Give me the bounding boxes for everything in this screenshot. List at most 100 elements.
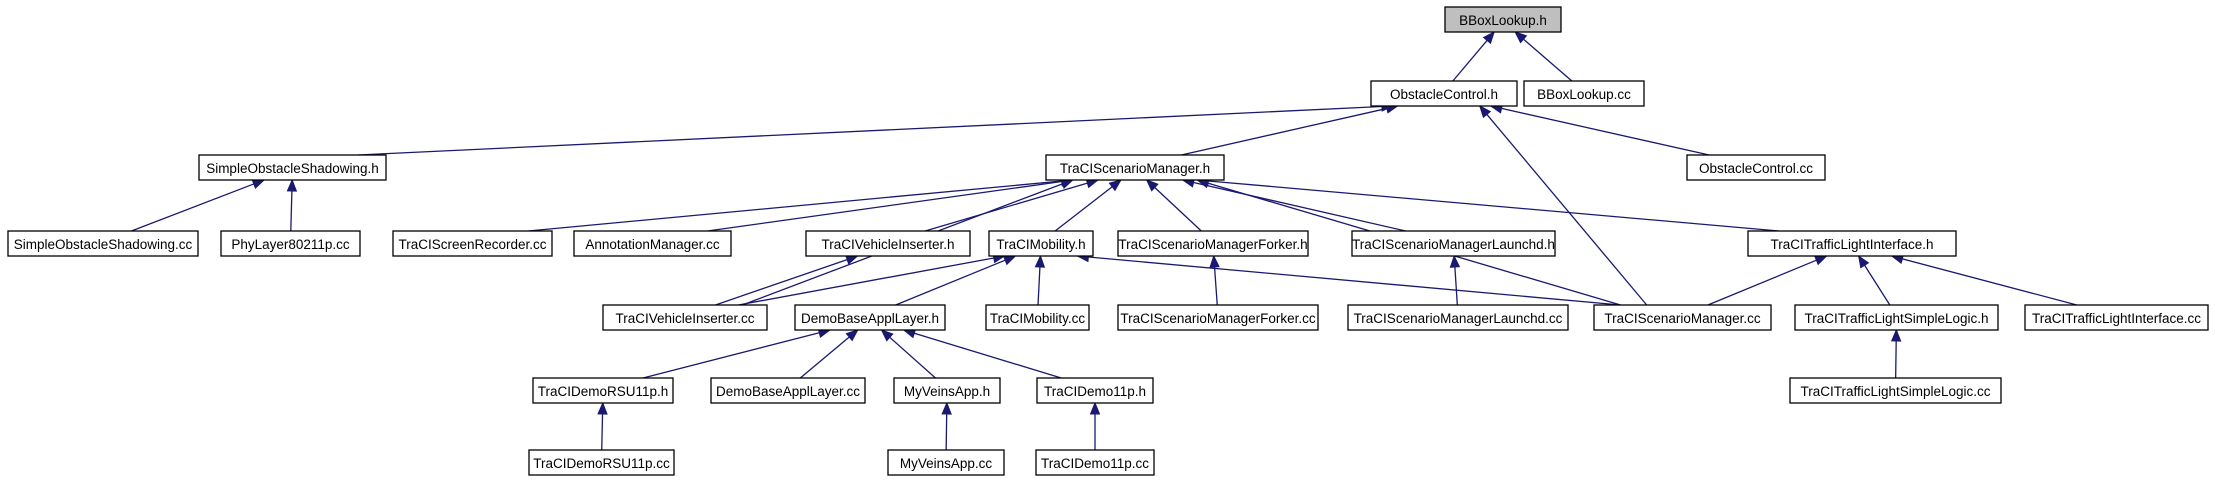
node-label: TraCIDemo11p.cc <box>1041 456 1149 471</box>
node-box <box>893 377 1001 404</box>
arrowhead-icon <box>845 329 859 342</box>
node-traciscenariomanagerforker-h[interactable]: TraCIScenarioManagerForker.h <box>1117 230 1309 257</box>
node-tracitrafficlightinterface-cc[interactable]: TraCITrafficLightInterface.cc <box>2024 304 2209 331</box>
node-label: TraCIScreenRecorder.cc <box>398 237 546 252</box>
node-label: DemoBaseApplLayer.cc <box>716 384 860 399</box>
edge-tracidemorsu11p-h-to-demobaseappllayer-h <box>642 332 820 379</box>
node-tracitrafficlightinterface-h[interactable]: TraCITrafficLightInterface.h <box>1747 230 1957 257</box>
node-label: TraCIMobility.cc <box>990 311 1086 326</box>
edge-traciscenariomanagerforker-cc-to-traciscenariomanagerforker-h <box>1213 266 1218 306</box>
node-label: BBoxLookup.h <box>1459 13 1547 28</box>
node-box <box>710 377 866 404</box>
node-box <box>2024 304 2209 331</box>
arrowhead-icon <box>1482 30 1496 45</box>
node-label: ObstacleControl.h <box>1390 87 1498 102</box>
node-box <box>1794 304 1999 331</box>
node-label: TraCIDemoRSU11p.cc <box>533 456 670 471</box>
node-demobaseappllayer-cc[interactable]: DemoBaseApplLayer.cc <box>710 377 866 404</box>
node-simpleobstacleshadowing-h[interactable]: SimpleObstacleShadowing.h <box>198 154 387 181</box>
arrowhead-icon <box>1089 401 1101 415</box>
node-label: SimpleObstacleShadowing.cc <box>14 237 193 252</box>
node-tracitrafficlightsimplelogic-cc[interactable]: TraCITrafficLightSimpleLogic.cc <box>1789 377 2002 404</box>
node-tracimobility-cc[interactable]: TraCIMobility.cc <box>985 304 1090 331</box>
node-traciscenariomanagerforker-cc[interactable]: TraCIScenarioManagerForker.cc <box>1117 304 1319 331</box>
edge-tracivehicleinserter-cc-to-tracivehicleinserter-h <box>715 258 848 306</box>
edge-tracitrafficlightsimplelogic-cc-to-tracitrafficlightsimplelogic-h <box>1895 340 1897 379</box>
node-box <box>392 230 553 257</box>
node-traciscenariomanager-h[interactable]: TraCIScenarioManager.h <box>1045 154 1225 181</box>
arrowhead-icon <box>1449 254 1461 268</box>
arrowhead-icon <box>1108 179 1122 192</box>
arrowhead-icon <box>1002 255 1017 266</box>
node-label: PhyLayer80211p.cc <box>231 237 350 252</box>
node-annotationmanager-cc[interactable]: AnnotationManager.cc <box>573 230 732 257</box>
node-label: TraCIScenarioManager.h <box>1060 161 1210 176</box>
node-box <box>198 154 387 181</box>
arrowhead-icon <box>880 329 894 342</box>
node-myveinsapp-cc[interactable]: MyVeinsApp.cc <box>887 449 1005 476</box>
node-box <box>1347 304 1569 331</box>
node-label: TraCITrafficLightSimpleLogic.h <box>1804 311 1988 326</box>
node-label: TraCITrafficLightInterface.h <box>1770 237 1933 252</box>
node-tracidemorsu11p-h[interactable]: TraCIDemoRSU11p.h <box>532 377 674 404</box>
node-traciscenariomanagerlaunchd-cc[interactable]: TraCIScenarioManagerLaunchd.cc <box>1347 304 1569 331</box>
node-box <box>220 230 361 257</box>
edge-obstaclecontrol-h-to-bboxlookup-h <box>1452 39 1488 82</box>
node-box <box>1351 230 1556 257</box>
node-label: TraCIScenarioManagerLaunchd.cc <box>1354 311 1563 326</box>
node-box <box>1789 377 2002 404</box>
edge-tracidemorsu11p-cc-to-tracidemorsu11p-h <box>601 413 604 451</box>
node-myveinsapp-h[interactable]: MyVeinsApp.h <box>893 377 1001 404</box>
node-simpleobstacleshadowing-cc[interactable]: SimpleObstacleShadowing.cc <box>7 230 199 257</box>
edge-traciscenariomanagerforker-h-to-traciscenariomanager-h <box>1154 187 1202 232</box>
node-tracivehicleinserter-cc[interactable]: TraCIVehicleInserter.cc <box>602 304 768 331</box>
node-label: SimpleObstacleShadowing.h <box>206 161 379 176</box>
edge-simpleobstacleshadowing-h-to-obstaclecontrol-h <box>357 105 1382 156</box>
node-box <box>1045 154 1225 181</box>
node-phylayer80211p-cc[interactable]: PhyLayer80211p.cc <box>220 230 361 257</box>
edge-traciscenariomanager-cc-to-tracitrafficlightinterface-h <box>1707 259 1817 306</box>
node-tracidemo11p-h[interactable]: TraCIDemo11p.h <box>1036 377 1154 404</box>
node-bboxlookup-h[interactable]: BBoxLookup.h <box>1444 6 1562 33</box>
node-traciscreenrecorder-cc[interactable]: TraCIScreenRecorder.cc <box>392 230 553 257</box>
node-box <box>602 304 768 331</box>
node-label: DemoBaseApplLayer.h <box>801 311 939 326</box>
node-obstaclecontrol-cc[interactable]: ObstacleControl.cc <box>1686 154 1826 181</box>
node-box <box>887 449 1005 476</box>
node-box <box>985 304 1090 331</box>
node-box <box>532 377 674 404</box>
node-tracimobility-h[interactable]: TraCIMobility.h <box>988 230 1094 257</box>
node-tracivehicleinserter-h[interactable]: TraCIVehicleInserter.h <box>805 230 971 257</box>
edge-simpleobstacleshadowing-cc-to-simpleobstacleshadowing-h <box>131 183 255 232</box>
node-demobaseappllayer-h[interactable]: DemoBaseApplLayer.h <box>794 304 946 331</box>
node-label: TraCIScenarioManagerForker.cc <box>1120 311 1316 326</box>
node-box <box>1035 449 1155 476</box>
arrowhead-icon <box>1890 328 1902 342</box>
node-bboxlookup-cc[interactable]: BBoxLookup.cc <box>1523 80 1645 107</box>
node-tracidemo11p-cc[interactable]: TraCIDemo11p.cc <box>1035 449 1155 476</box>
node-box <box>1036 377 1154 404</box>
node-obstaclecontrol-h[interactable]: ObstacleControl.h <box>1370 80 1518 107</box>
arrowhead-icon <box>286 178 298 192</box>
edge-traciscenariomanagerlaunchd-h-to-traciscenariomanager-h <box>1193 181 1406 232</box>
node-tracidemorsu11p-cc[interactable]: TraCIDemoRSU11p.cc <box>528 449 675 476</box>
node-box <box>1686 154 1826 181</box>
arrowhead-icon <box>1209 254 1220 268</box>
node-label: TraCIVehicleInserter.cc <box>615 311 754 326</box>
edge-traciscenariomanager-cc-to-tracimobility-h <box>1088 256 1621 306</box>
edge-myveinsapp-cc-to-myveinsapp-h <box>945 413 948 451</box>
node-traciscenariomanager-cc[interactable]: TraCIScenarioManager.cc <box>1593 304 1772 331</box>
edges-layer <box>131 30 2077 451</box>
edge-traciscreenrecorder-cc-to-traciscenariomanager-h <box>528 180 1062 232</box>
node-label: BBoxLookup.cc <box>1537 87 1631 102</box>
node-box <box>988 230 1094 257</box>
node-label: TraCIDemoRSU11p.h <box>538 384 669 399</box>
edge-tracivehicleinserter-h-to-traciscenariomanager-h <box>924 182 1088 232</box>
edge-tracimobility-h-to-traciscenariomanager-h <box>1054 186 1113 232</box>
node-traciscenariomanagerlaunchd-h[interactable]: TraCIScenarioManagerLaunchd.h <box>1351 230 1556 257</box>
arrowhead-icon <box>597 401 608 415</box>
node-tracitrafficlightsimplelogic-h[interactable]: TraCITrafficLightSimpleLogic.h <box>1794 304 1999 331</box>
node-box <box>7 230 199 257</box>
node-box <box>1370 80 1518 107</box>
